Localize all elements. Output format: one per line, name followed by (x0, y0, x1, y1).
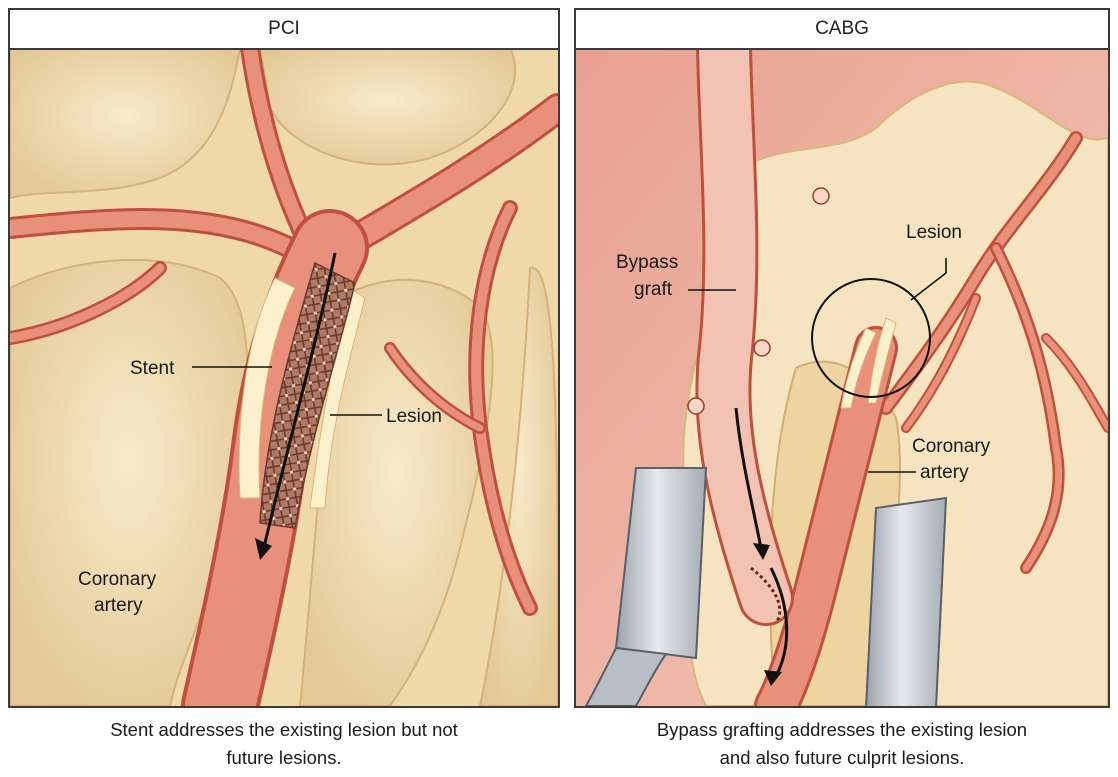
cabg-panel-title: CABG (576, 10, 1108, 50)
pci-illustration: Stent Lesion Coronary artery (10, 48, 558, 706)
cabg-caption-line2: and also future culprit lesions. (574, 744, 1110, 772)
coronary-artery-label-line1: Coronary (78, 569, 157, 590)
cabg-panel: CABG (574, 8, 1110, 708)
pci-caption-line2: future lesions. (8, 744, 560, 772)
pci-panel-title: PCI (10, 10, 558, 50)
cabg-illustration: Bypass graft Lesion Coronary artery (576, 48, 1108, 706)
bypass-graft-label-line1: Bypass (616, 252, 678, 273)
coronary-artery-label-line2-cabg: artery (920, 462, 969, 483)
coronary-artery-label-line1-cabg: Coronary (912, 436, 991, 457)
coronary-artery-label-line2: artery (94, 595, 143, 616)
pci-caption-line1: Stent addresses the existing lesion but … (8, 716, 560, 744)
pci-panel: PCI (8, 8, 560, 708)
stent-label: Stent (130, 358, 175, 379)
pci-caption: Stent addresses the existing lesion but … (8, 716, 560, 772)
lesion-label-cabg: Lesion (906, 222, 962, 243)
lesion-label: Lesion (386, 406, 442, 427)
cabg-caption-line1: Bypass grafting addresses the existing l… (574, 716, 1110, 744)
right-retractor (866, 498, 946, 706)
cabg-caption: Bypass grafting addresses the existing l… (574, 716, 1110, 772)
bypass-graft-label-line2: graft (634, 279, 673, 300)
